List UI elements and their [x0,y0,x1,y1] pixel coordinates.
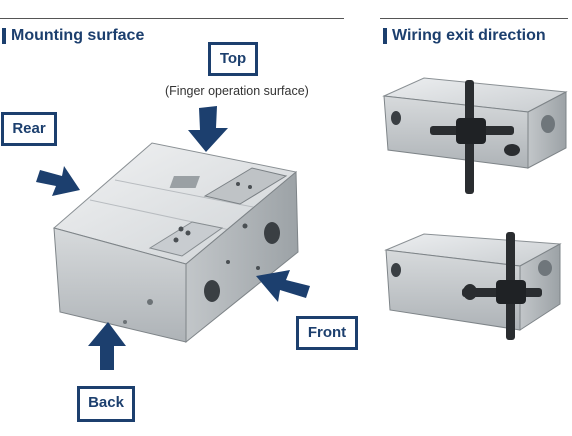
label-top: Top [208,42,258,76]
right-heading-rule [380,18,568,19]
arrow-right-icon [36,166,80,196]
label-back: Back [77,386,135,422]
arrow-down-icon [188,106,228,152]
label-rear: Rear [1,112,57,146]
mounting-surface-heading: Mounting surface [2,27,144,45]
top-note: (Finger operation surface) [165,84,309,98]
wiring-exit-heading: Wiring exit direction [383,27,546,45]
finger-slider [203,167,288,205]
wiring-gripper-1 [382,77,568,194]
wiring-gripper-2 [384,232,562,340]
arrow-up-icon [88,322,126,370]
arrow-up-left-icon [256,270,310,302]
label-front: Front [296,316,358,350]
left-heading-rule [0,18,344,19]
